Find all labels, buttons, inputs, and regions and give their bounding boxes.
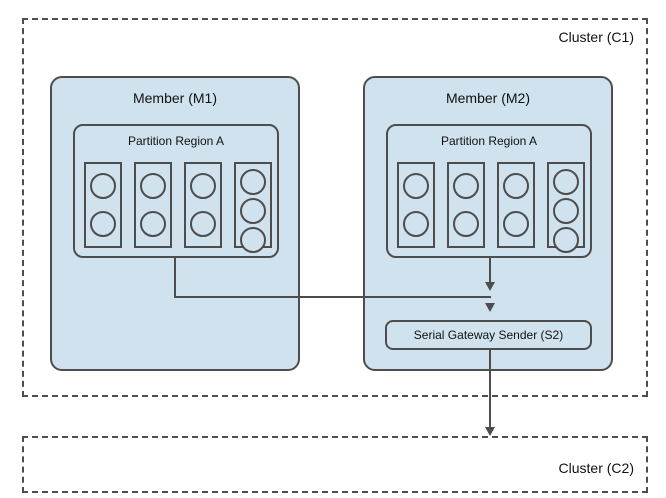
m1-bucket-3-entry-1 <box>190 173 216 199</box>
m2-bucket-4-entry-3 <box>553 226 579 253</box>
m1-bucket-2-entry-2 <box>140 211 166 237</box>
m1-bucket-1-entry-1 <box>90 173 116 199</box>
m1-bucket-4[interactable] <box>234 162 272 253</box>
m1-partition-region-label: Partition Region A <box>127 134 225 148</box>
m1-bucket-2-entry-1 <box>140 173 166 199</box>
m1-bucket-4-entry-1 <box>240 168 266 195</box>
m2-bucket-4-entry-2 <box>553 197 579 224</box>
m1-bucket-3-entry-2 <box>190 211 216 237</box>
cluster-c2-label: Cluster (C2) <box>558 460 634 476</box>
connector-m1-arrowhead <box>485 303 495 312</box>
connector-m1-horizontal <box>174 296 491 298</box>
m2-bucket-1-entry-2 <box>403 211 429 237</box>
connector-m2-vertical <box>489 256 491 286</box>
connector-m2-arrowhead <box>485 282 495 291</box>
m2-bucket-2[interactable] <box>447 162 485 248</box>
m2-bucket-list <box>397 162 585 253</box>
m2-bucket-3[interactable] <box>497 162 535 248</box>
member-m1[interactable]: Member (M1) Partition Region A <box>50 76 300 371</box>
m1-bucket-1-entry-2 <box>90 211 116 237</box>
cluster-c2-boundary: Cluster (C2) <box>22 436 648 493</box>
serial-gateway-sender-s2[interactable]: Serial Gateway Sender (S2) <box>385 320 592 350</box>
m2-partition-region[interactable]: Partition Region A <box>386 124 592 258</box>
m1-bucket-list <box>84 162 272 253</box>
m2-bucket-2-entry-2 <box>453 211 479 237</box>
m2-bucket-3-entry-2 <box>503 211 529 237</box>
m2-bucket-4[interactable] <box>547 162 585 253</box>
member-m2[interactable]: Member (M2) Partition Region A <box>363 76 613 371</box>
m1-partition-region[interactable]: Partition Region A <box>73 124 279 258</box>
m2-partition-region-label: Partition Region A <box>440 134 538 148</box>
m2-bucket-3-entry-1 <box>503 173 529 199</box>
m2-bucket-2-entry-1 <box>453 173 479 199</box>
member-m1-label: Member (M1) <box>132 90 217 106</box>
m2-bucket-1[interactable] <box>397 162 435 248</box>
member-m2-label: Member (M2) <box>445 90 530 106</box>
connector-sender-to-c2-line <box>489 348 491 430</box>
cluster-c1-boundary: Cluster (C1) <box>22 18 648 397</box>
m1-bucket-4-entry-3 <box>240 226 266 253</box>
m1-bucket-3[interactable] <box>184 162 222 248</box>
m1-bucket-1[interactable] <box>84 162 122 248</box>
m2-bucket-4-entry-1 <box>553 168 579 195</box>
m1-bucket-2[interactable] <box>134 162 172 248</box>
connector-m1-vertical <box>174 256 176 298</box>
connector-sender-to-c2-arrowhead <box>485 427 495 436</box>
cluster-c1-label: Cluster (C1) <box>558 29 634 45</box>
m2-bucket-1-entry-1 <box>403 173 429 199</box>
m1-bucket-4-entry-2 <box>240 197 266 224</box>
